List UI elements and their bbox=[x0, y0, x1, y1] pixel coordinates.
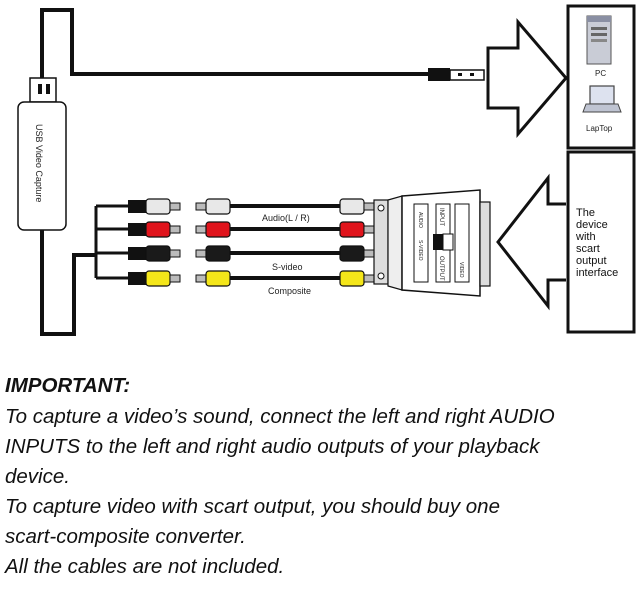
svg-text:The: The bbox=[576, 207, 595, 219]
svg-text:output: output bbox=[576, 255, 607, 267]
svg-text:with: with bbox=[575, 231, 596, 243]
device-box-label: The device with scart output interface bbox=[575, 207, 618, 279]
notes-heading: IMPORTANT: bbox=[5, 374, 131, 397]
capture-cable bbox=[40, 230, 96, 336]
scart-converter: INPUT OUTPUT AUDIO S-VIDEO VIDEO bbox=[373, 189, 491, 297]
pc-icon bbox=[586, 15, 612, 65]
left-yellow-plug bbox=[128, 270, 181, 287]
arrow-from-device bbox=[496, 173, 566, 311]
usb-device-label: USB Video Capture bbox=[34, 124, 44, 202]
rca-branch bbox=[94, 204, 128, 280]
scart-input-label: INPUT bbox=[438, 208, 444, 226]
note-line: device. bbox=[5, 465, 70, 488]
svideo-label: S-video bbox=[272, 262, 303, 272]
left-rca-plugs bbox=[128, 198, 181, 287]
black-cable bbox=[195, 245, 375, 262]
red-cable bbox=[195, 221, 375, 238]
usb-plug bbox=[428, 68, 485, 81]
svg-text:device: device bbox=[576, 219, 608, 231]
left-black-plug bbox=[128, 245, 181, 262]
yellow-cable bbox=[195, 270, 375, 287]
note-line: scart-composite converter. bbox=[5, 525, 246, 548]
scart-output-label: OUTPUT bbox=[438, 256, 444, 281]
svg-text:scart: scart bbox=[576, 243, 600, 255]
note-line: INPUTS to the left and right audio outpu… bbox=[5, 435, 540, 458]
arrow-to-computer bbox=[486, 17, 568, 139]
left-white-plug bbox=[128, 198, 181, 215]
scart-svideo-label: S-VIDEO bbox=[417, 240, 423, 261]
composite-label: Composite bbox=[268, 286, 311, 296]
white-cable bbox=[195, 198, 375, 215]
left-red-plug bbox=[128, 221, 181, 238]
scart-video-label: VIDEO bbox=[458, 262, 464, 278]
svg-text:interface: interface bbox=[576, 267, 618, 279]
pc-label: PC bbox=[595, 69, 606, 78]
computer-box: PC LapTop bbox=[566, 4, 636, 150]
note-line: To capture video with scart output, you … bbox=[5, 495, 500, 518]
connection-diagram: USB Video Capture bbox=[17, 4, 636, 336]
laptop-icon bbox=[582, 85, 622, 113]
scart-device-box bbox=[566, 150, 636, 334]
audio-label: Audio(L / R) bbox=[262, 213, 310, 223]
note-line: To capture a video’s sound, connect the … bbox=[5, 405, 555, 428]
usb-cable bbox=[40, 8, 430, 78]
important-notes: IMPORTANT: To capture a video’s sound, c… bbox=[5, 370, 637, 582]
laptop-label: LapTop bbox=[586, 124, 613, 133]
usb-capture-stick: USB Video Capture bbox=[17, 77, 67, 231]
scart-audio-label: AUDIO bbox=[417, 212, 423, 228]
note-line: All the cables are not included. bbox=[5, 555, 285, 578]
